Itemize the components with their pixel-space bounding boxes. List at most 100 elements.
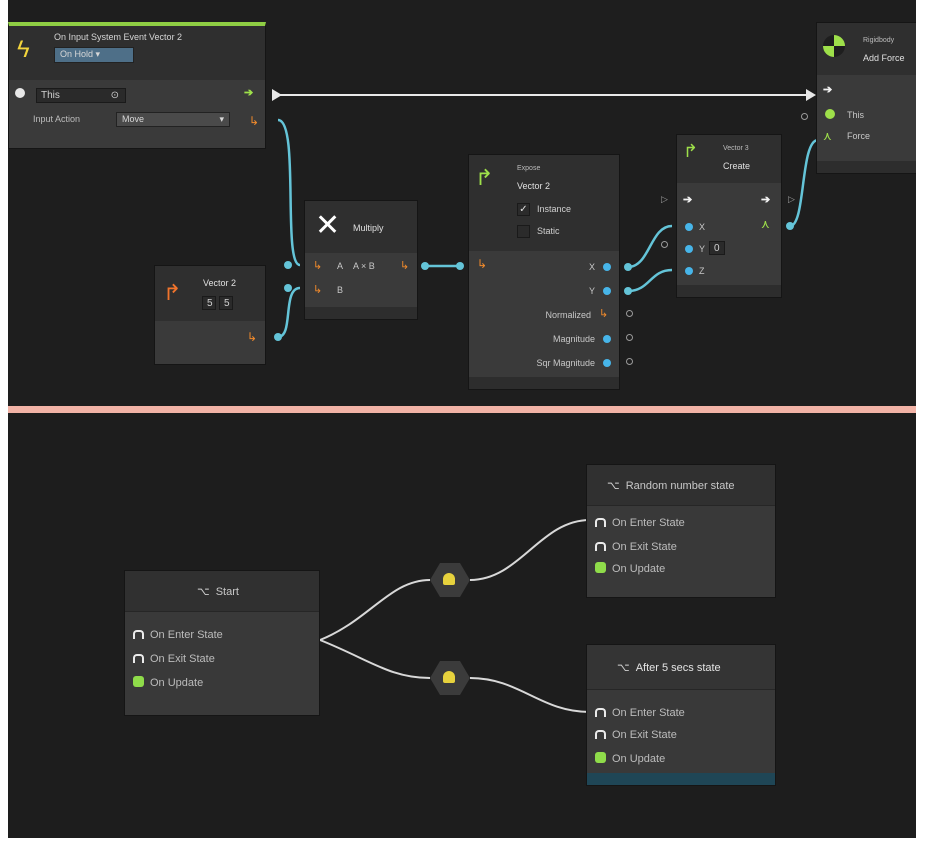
transition-node-2[interactable] <box>430 661 470 695</box>
on-exit-state-row[interactable]: On Exit State <box>595 725 677 745</box>
node-kind: Expose <box>517 165 541 172</box>
x-value-field[interactable]: 5 <box>202 296 216 310</box>
this-label: This <box>41 90 60 101</box>
input-x-port[interactable] <box>685 223 693 231</box>
row-label: On Exit State <box>612 541 677 553</box>
input-y-label: Y <box>699 244 706 254</box>
output-magnitude-port[interactable] <box>603 335 611 343</box>
rigidbody-add-force-node[interactable]: Rigidbody Add Force ➔ This ⋏ Force <box>816 22 916 174</box>
output-x-label: X <box>588 262 595 272</box>
on-enter-state-row[interactable]: On Enter State <box>595 703 685 723</box>
static-label: Static <box>537 226 560 236</box>
random-number-state-node[interactable]: ⌥ Random number state On Enter State On E… <box>586 464 776 598</box>
transition-node-1[interactable] <box>430 563 470 597</box>
this-label: This <box>847 110 865 120</box>
start-state-node[interactable]: ⌥ Start On Enter State On Exit State On U… <box>124 570 320 716</box>
target-icon: ⊙ <box>110 90 119 101</box>
update-icon <box>133 676 144 687</box>
enter-state-icon <box>595 518 606 527</box>
instance-label: Instance <box>537 204 572 214</box>
output-normalized-label: Normalized <box>545 310 591 320</box>
on-exit-state-row[interactable]: On Exit State <box>133 649 215 669</box>
vector3-output-icon[interactable]: ⋏ <box>761 217 770 231</box>
unused-port-ring <box>661 241 668 248</box>
rigidbody-this-icon <box>825 109 835 119</box>
input-a-port[interactable]: ↳ <box>313 260 323 272</box>
vector3-icon: ↱ <box>683 141 699 161</box>
node-kind: Vector 3 <box>723 145 749 152</box>
on-exit-state-row[interactable]: On Exit State <box>595 537 677 557</box>
flow-out-triangle: ▷ <box>788 194 795 204</box>
instance-checkbox[interactable]: ✓ <box>517 203 530 216</box>
chevron-down-icon: ▾ <box>219 114 224 124</box>
on-update-row[interactable]: On Update <box>133 673 203 693</box>
state-icon: ⌥ <box>197 586 210 598</box>
input-system-event-node[interactable]: ϟ On Input System Event Vector 2 On Hold… <box>8 22 266 149</box>
on-update-row[interactable]: On Update <box>595 749 665 769</box>
port-b-label: B <box>337 285 344 295</box>
input-x-label: X <box>699 222 706 232</box>
output-sqr-magnitude-label: Sqr Magnitude <box>536 358 595 368</box>
input-b-port[interactable]: ↳ <box>313 284 323 296</box>
active-state-bar <box>587 773 775 785</box>
multiply-node[interactable]: ✕ Multiply ↳ A A × B ↳ ↳ B <box>304 200 418 320</box>
input-port[interactable]: ↳ <box>477 257 488 271</box>
force-port-icon[interactable]: ⋏ <box>823 129 832 143</box>
output-sqr-magnitude-port[interactable] <box>603 359 611 367</box>
output-port[interactable]: ↳ <box>400 260 410 272</box>
lightning-icon: ϟ <box>17 36 30 63</box>
y-value-field[interactable]: 5 <box>219 296 233 310</box>
input-action-dropdown[interactable]: Move ▾ <box>116 112 230 127</box>
output-y-port[interactable] <box>603 287 611 295</box>
row-label: On Exit State <box>612 729 677 741</box>
state-title: ⌥ Random number state <box>607 479 735 492</box>
row-label: On Update <box>612 563 666 575</box>
on-enter-state-row[interactable]: On Enter State <box>595 513 685 533</box>
state-title: ⌥ Start <box>197 585 239 598</box>
on-enter-state-row[interactable]: On Enter State <box>133 625 223 645</box>
vector2-literal-node[interactable]: ↱ Vector 2 5 5 ↳ <box>154 265 266 365</box>
row-label: On Enter State <box>612 707 685 719</box>
normalized-port[interactable]: ↳ <box>599 308 609 320</box>
node-title: Add Force <box>863 53 905 63</box>
output-magnitude-label: Magnitude <box>552 334 595 344</box>
y-value-field[interactable]: 0 <box>709 241 725 255</box>
flow-in-arrow[interactable]: ➔ <box>823 84 833 96</box>
vector2-output-icon[interactable]: ↳ <box>249 114 260 128</box>
state-icon: ⌥ <box>617 662 630 674</box>
expose-vector2-node[interactable]: ↱ Expose Vector 2 ✓ Instance Static ↳ X … <box>468 154 620 390</box>
state-title: ⌥After 5 secs state <box>617 661 721 674</box>
force-label: Force <box>847 131 871 141</box>
unused-port-ring <box>801 113 808 120</box>
info-icon <box>15 88 25 98</box>
enter-state-icon <box>133 630 144 639</box>
on-update-row[interactable]: On Update <box>595 559 665 579</box>
update-icon <box>595 562 606 573</box>
after-5-secs-state-node[interactable]: ⌥After 5 secs state On Enter State On Ex… <box>586 644 776 786</box>
random-state-title: Random number state <box>625 480 735 492</box>
row-label: On Update <box>612 753 666 765</box>
row-label: On Exit State <box>150 653 215 665</box>
input-z-port[interactable] <box>685 267 693 275</box>
static-checkbox[interactable] <box>517 225 530 238</box>
flow-out-arrow[interactable]: ➔ <box>761 194 771 206</box>
start-title: Start <box>215 586 239 598</box>
flow-out-arrow[interactable]: ➔ <box>244 87 254 99</box>
exit-state-icon <box>595 542 606 551</box>
state-icon: ⌥ <box>607 480 620 492</box>
row-label: On Enter State <box>612 517 685 529</box>
this-field[interactable]: This ⊙ <box>36 88 126 103</box>
row-label: On Enter State <box>150 629 223 641</box>
mode-dropdown[interactable]: On Hold ▾ <box>54 47 134 63</box>
vector3-create-node[interactable]: ↱ Vector 3 Create ➔ ➔ X ⋏ Y 0 Z <box>676 134 782 298</box>
flow-in-arrow[interactable]: ➔ <box>683 194 693 206</box>
node-title: Create <box>723 161 751 171</box>
input-y-port[interactable] <box>685 245 693 253</box>
exit-state-icon <box>595 730 606 739</box>
output-x-port[interactable] <box>603 263 611 271</box>
input-action-label: Input Action <box>33 114 81 124</box>
output-port[interactable]: ↳ <box>247 330 258 344</box>
output-y-label: Y <box>588 286 595 296</box>
exit-state-icon <box>133 654 144 663</box>
input-z-label: Z <box>699 266 705 276</box>
